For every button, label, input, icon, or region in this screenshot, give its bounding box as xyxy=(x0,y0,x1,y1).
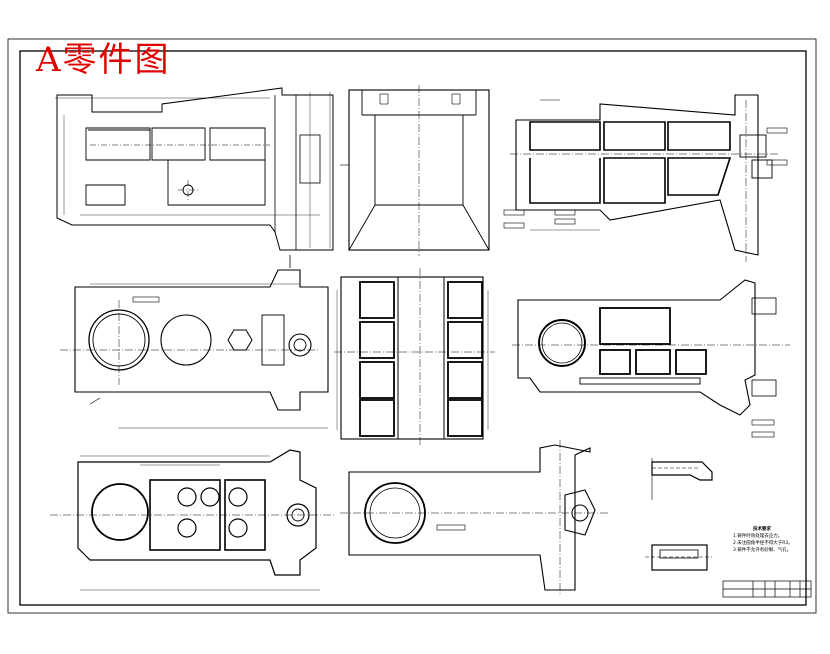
detail-view-2 xyxy=(645,544,712,571)
front-view xyxy=(55,87,334,268)
section-view-c xyxy=(503,94,788,262)
section-view-a xyxy=(50,449,335,591)
cavity-section-view xyxy=(334,268,495,446)
detail-view-1 xyxy=(651,458,713,500)
note-3: 3.铸件不允许有砂眼、气孔。 xyxy=(733,548,792,553)
notes-heading: 技术要求 xyxy=(753,527,771,532)
side-view xyxy=(340,85,490,256)
inner-frame xyxy=(19,50,807,606)
note-1: 1.铸件时效处理去应力。 xyxy=(733,534,783,539)
note-2: 2.未注圆角半径不得大于R3。 xyxy=(733,541,793,546)
technical-requirements: 技术要求 1.铸件时效处理去应力。 2.未注圆角半径不得大于R3。 3.铸件不允… xyxy=(733,526,793,554)
bottom-view xyxy=(340,440,610,595)
section-view-b xyxy=(512,279,790,438)
drawing-title: A零件图 xyxy=(36,40,171,80)
outer-border xyxy=(7,38,817,614)
top-view xyxy=(60,269,329,429)
title-block xyxy=(722,580,812,598)
